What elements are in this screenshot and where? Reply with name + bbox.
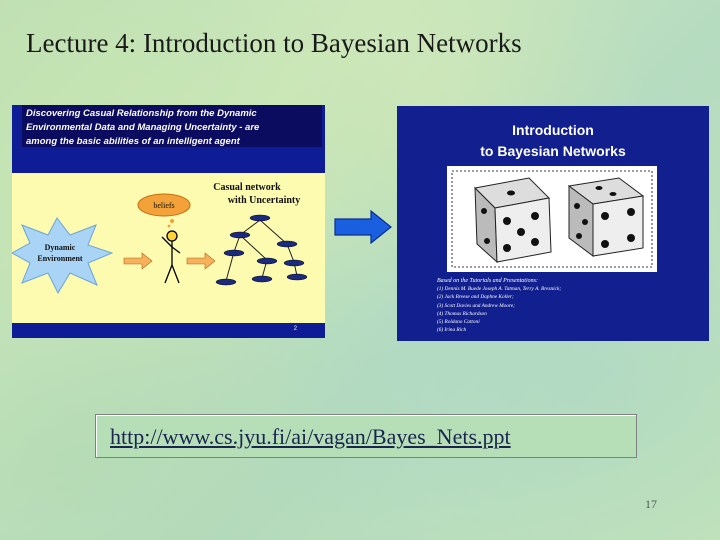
heading-line: Environmental Data and Managing Uncertai… [26,122,260,133]
presentation-link[interactable]: http://www.cs.jyu.fi/ai/vagan/Bayes_Nets… [110,424,511,449]
network-nodes [215,214,308,286]
reference-item: (5) Roldano Cattoni [437,319,480,326]
dice-image [447,166,657,272]
reference-item: (6) Irina Rich [437,327,467,334]
reference-item: (4) Thomas Richardson [437,310,487,317]
title-line: to Bayesian Networks [480,143,626,159]
page-number: 17 [645,497,657,511]
left-slide-page: 2 [293,326,297,332]
left-slide-thumbnail: Discovering Casual Relationship from the… [12,105,325,338]
dice-illustration [451,170,653,268]
reference-item: (3) Scott Davies and Andrew Moore; [437,302,515,309]
network-label-1: Casual network [213,182,281,193]
beliefs-cloud [137,193,191,217]
right-arrow-icon [334,210,392,244]
thought-dot [170,219,174,223]
title-line: Introduction [512,122,594,138]
beliefs-label: beliefs [153,201,174,210]
references-list: Based on the Tutorials and Presentations… [437,277,702,334]
environment-label-1: Dynamic [45,243,76,252]
thought-dot [167,224,171,228]
right-slide-title: Introduction to Bayesian Networks [397,120,709,162]
network-label-2: with Uncertainty [228,195,301,206]
heading-line: Discovering Casual Relationship from the… [26,108,257,119]
environment-label-2: Environment [37,254,83,263]
agent-figure [161,230,181,284]
slide-title: Lecture 4: Introduction to Bayesian Netw… [26,28,522,58]
reference-item: (1) Dennis M. Buede Joseph A. Tatman, Te… [437,286,562,293]
left-slide-heading: Discovering Casual Relationship from the… [22,105,322,147]
environment-star [12,217,114,295]
flow-arrows [123,252,216,270]
heading-line: among the basic abilities of an intellig… [26,136,240,147]
link-box [95,414,637,458]
reference-item: (2) Jack Breese and Daphne Koller; [437,294,514,301]
diagram-svg: Casual network with Uncertainty [12,182,308,295]
right-slide-thumbnail: Introduction to Bayesian Networks [397,106,709,341]
references-heading: Based on the Tutorials and Presentations… [437,278,538,284]
diagram-panel: Casual network with Uncertainty [12,173,325,323]
